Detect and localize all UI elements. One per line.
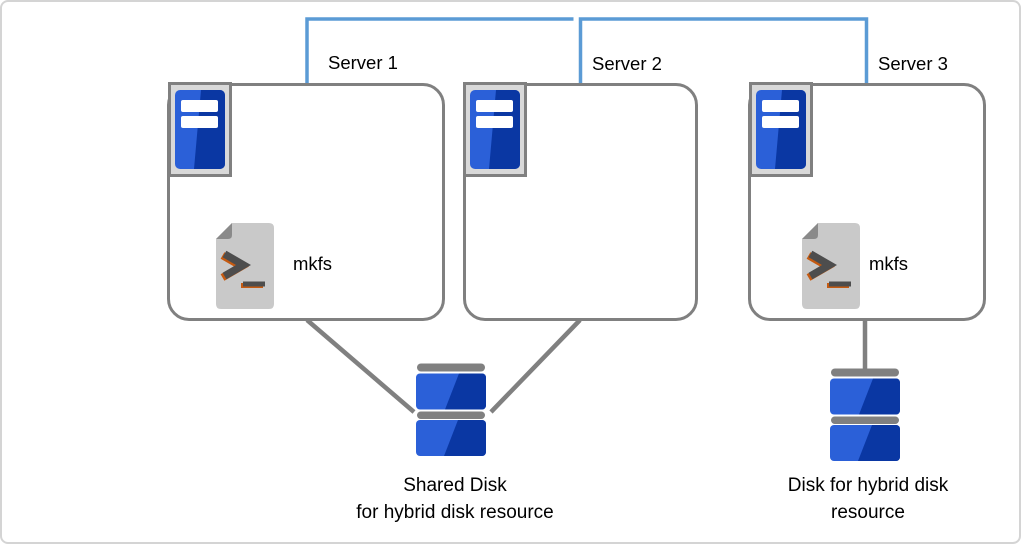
- disk-mid-bar: [831, 416, 899, 424]
- disk-platter: [416, 420, 486, 456]
- hybrid-disk-stack-icon: [830, 368, 900, 461]
- server2-label: Server 2: [592, 53, 662, 74]
- disk-platter: [416, 373, 486, 410]
- drive-slot: [476, 116, 513, 128]
- prompt-chevron: [222, 250, 251, 280]
- drive-slot: [762, 100, 799, 112]
- connector-server2-shared-disk: [489, 318, 582, 414]
- disk-cap-bar: [831, 368, 899, 377]
- shared-disk-label-line1: Shared Disk: [403, 475, 507, 496]
- server3-mkfs-label: mkfs: [869, 253, 909, 274]
- server3-box: [748, 83, 986, 321]
- drive-slot: [476, 100, 513, 112]
- drive-slot: [181, 116, 218, 128]
- server1-label: Server 1: [328, 52, 398, 73]
- prompt-chevron: [808, 250, 837, 280]
- shared-disk-label: Shared Disk for hybrid disk resource: [356, 472, 553, 526]
- disk-mid-bar: [417, 411, 485, 419]
- server1-shell-script-icon: [216, 223, 274, 309]
- hybrid-disk-label: Disk for hybrid disk resource: [788, 472, 949, 526]
- drive-slot: [181, 100, 218, 112]
- document-fold: [216, 223, 232, 239]
- server2-box: [463, 83, 698, 321]
- interconnect-line-server1-server2: [305, 17, 574, 85]
- hybrid-disk-label-line2: resource: [831, 502, 905, 523]
- disk-platter: [830, 378, 900, 415]
- shared-disk-stack-icon: [416, 363, 486, 456]
- disk-cap-bar: [417, 363, 485, 372]
- server3-tower-icon: [749, 82, 813, 177]
- server1-box: [167, 83, 445, 321]
- shared-disk-label-line2: for hybrid disk resource: [356, 502, 554, 523]
- drive-slot: [762, 116, 799, 128]
- server3-label: Server 3: [878, 53, 948, 74]
- server2-tower-icon: [463, 82, 527, 177]
- hybrid-disk-label-line1: Disk for hybrid disk: [787, 475, 949, 496]
- disk-platter: [830, 425, 900, 461]
- document-fold: [802, 223, 818, 239]
- server1-tower-icon: [168, 82, 232, 177]
- server3-shell-script-icon: [802, 223, 860, 309]
- interconnect-line-server2-server3: [578, 17, 869, 85]
- server1-mkfs-label: mkfs: [293, 253, 333, 274]
- connector-server1-shared-disk: [305, 318, 416, 414]
